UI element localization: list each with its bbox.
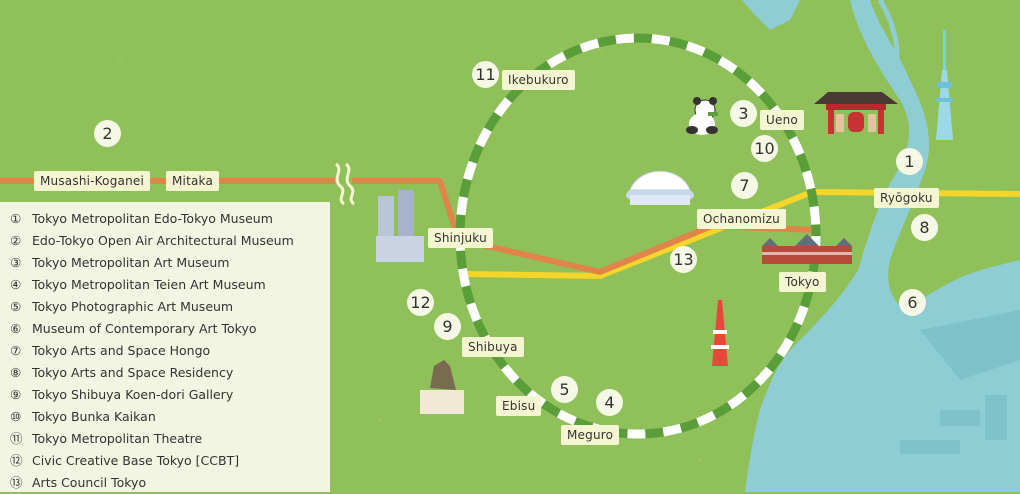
venue-marker-7[interactable]: 7 xyxy=(731,172,758,199)
station-meguro: Meguro xyxy=(561,425,620,445)
legend-marker: ⑩ xyxy=(10,409,22,424)
legend-item[interactable]: ⑦ Tokyo Arts and Space Hongo xyxy=(10,340,330,362)
station-ueno: Ueno xyxy=(760,110,804,130)
legend-label: Arts Council Tokyo xyxy=(32,475,147,490)
legend-item[interactable]: ④ Tokyo Metropolitan Teien Art Museum xyxy=(10,274,330,296)
venue-marker-12[interactable]: 12 xyxy=(407,289,434,316)
line-break-icon xyxy=(334,162,356,206)
station-ikebukuro: Ikebukuro xyxy=(502,70,575,90)
legend-marker: ② xyxy=(10,233,22,248)
legend-marker: ④ xyxy=(10,277,22,292)
station-musashi-koganei: Musashi-Koganei xyxy=(34,171,150,191)
venue-marker-3[interactable]: 3 xyxy=(730,100,757,127)
legend-label: Tokyo Metropolitan Teien Art Museum xyxy=(32,277,266,292)
legend-label: Tokyo Photographic Art Museum xyxy=(32,299,234,314)
venue-marker-5[interactable]: 5 xyxy=(551,376,578,403)
legend-item[interactable]: ⑤ Tokyo Photographic Art Museum xyxy=(10,296,330,318)
station-shibuya: Shibuya xyxy=(462,337,524,357)
legend-item[interactable]: ⑫ Civic Creative Base Tokyo [CCBT] xyxy=(10,450,330,472)
tokyo-dome-icon xyxy=(626,170,694,205)
legend-label: Tokyo Arts and Space Hongo xyxy=(32,343,211,358)
station-ochanomizu: Ochanomizu xyxy=(697,209,786,229)
legend-marker: ⑦ xyxy=(10,343,22,358)
land-texture xyxy=(118,48,822,462)
legend-marker: ① xyxy=(10,211,22,226)
station-tokyo: Tokyo xyxy=(779,272,826,292)
venue-marker-2[interactable]: 2 xyxy=(94,120,121,147)
venue-marker-11[interactable]: 11 xyxy=(472,61,499,88)
legend-marker: ⑥ xyxy=(10,321,22,336)
legend-marker: ③ xyxy=(10,255,22,270)
legend-item[interactable]: ⑥ Museum of Contemporary Art Tokyo xyxy=(10,318,330,340)
venue-marker-10[interactable]: 10 xyxy=(751,135,778,162)
venue-marker-6[interactable]: 6 xyxy=(899,289,926,316)
legend-marker: ⑬ xyxy=(10,475,23,490)
legend-marker: ⑤ xyxy=(10,299,22,314)
legend-label: Tokyo Bunka Kaikan xyxy=(32,409,156,424)
legend-item[interactable]: ⑬ Arts Council Tokyo xyxy=(10,472,330,494)
legend-label: Edo-Tokyo Open Air Architectural Museum xyxy=(32,233,294,248)
legend-item[interactable]: ⑧ Tokyo Arts and Space Residency xyxy=(10,362,330,384)
legend-list: ① Tokyo Metropolitan Edo-Tokyo Museum ② Ed… xyxy=(10,208,330,494)
legend-item[interactable]: ⑪ Tokyo Metropolitan Theatre xyxy=(10,428,330,450)
venue-marker-1[interactable]: 1 xyxy=(896,148,923,175)
legend-item[interactable]: ⑨ Tokyo Shibuya Koen-dori Gallery xyxy=(10,384,330,406)
legend-item[interactable]: ⑩ Tokyo Bunka Kaikan xyxy=(10,406,330,428)
venue-legend: ① Tokyo Metropolitan Edo-Tokyo Museum ② Ed… xyxy=(0,202,330,492)
water-area xyxy=(742,0,1020,492)
venue-marker-13[interactable]: 13 xyxy=(670,246,697,273)
station-mitaka: Mitaka xyxy=(166,171,220,191)
chuo-line-mid xyxy=(352,178,461,239)
legend-marker: ⑧ xyxy=(10,365,22,380)
panda-icon xyxy=(686,97,718,135)
legend-label: Tokyo Metropolitan Theatre xyxy=(32,431,203,446)
venue-marker-9[interactable]: 9 xyxy=(434,313,461,340)
tokyo-station-icon xyxy=(762,234,852,264)
station-shinjuku: Shinjuku xyxy=(428,228,493,248)
hachiko-statue-icon xyxy=(420,360,464,414)
venue-marker-4[interactable]: 4 xyxy=(596,389,623,416)
legend-marker: ⑨ xyxy=(10,387,22,402)
legend-label: Tokyo Shibuya Koen-dori Gallery xyxy=(32,387,234,402)
tokyo-tower-icon xyxy=(711,300,729,366)
skytree-icon xyxy=(936,30,953,140)
legend-item[interactable]: ③ Tokyo Metropolitan Art Museum xyxy=(10,252,330,274)
tocho-building-icon xyxy=(376,190,424,262)
legend-label: Civic Creative Base Tokyo [CCBT] xyxy=(32,453,240,468)
legend-item[interactable]: ① Tokyo Metropolitan Edo-Tokyo Museum xyxy=(10,208,330,230)
station-ebisu: Ebisu xyxy=(496,396,542,416)
legend-marker: ⑫ xyxy=(10,453,23,468)
legend-label: Museum of Contemporary Art Tokyo xyxy=(32,321,257,336)
legend-item[interactable]: ② Edo-Tokyo Open Air Architectural Museum xyxy=(10,230,330,252)
station-ryogoku: Ryōgoku xyxy=(874,188,939,208)
legend-marker: ⑪ xyxy=(10,431,23,446)
kaminarimon-icon xyxy=(814,92,898,134)
legend-label: Tokyo Arts and Space Residency xyxy=(32,365,234,380)
legend-label: Tokyo Metropolitan Art Museum xyxy=(32,255,230,270)
venue-marker-8[interactable]: 8 xyxy=(911,214,938,241)
legend-label: Tokyo Metropolitan Edo-Tokyo Museum xyxy=(32,211,273,226)
